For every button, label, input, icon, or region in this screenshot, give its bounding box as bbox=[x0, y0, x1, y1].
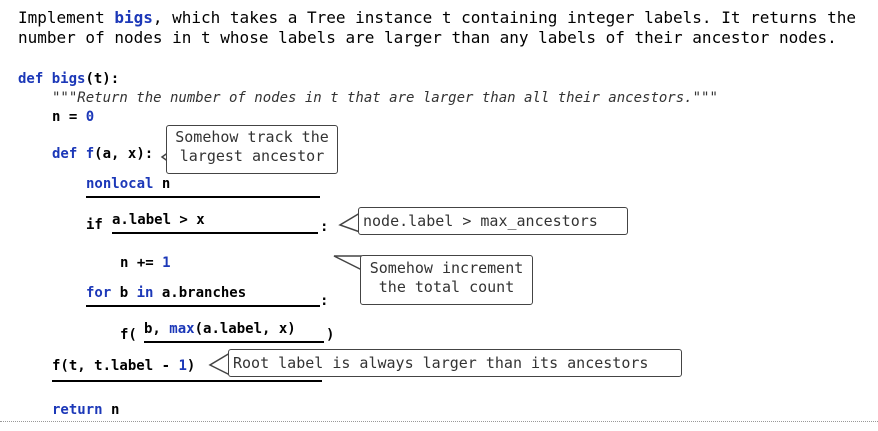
recursive-call-close: ) bbox=[326, 327, 335, 343]
docstring: """Return the number of nodes in t that … bbox=[52, 90, 718, 106]
root-bubble-tail bbox=[208, 352, 231, 376]
if-colon: : bbox=[320, 219, 329, 235]
blank-final-call: f(t, t.label - 1) bbox=[52, 358, 322, 382]
root-label-hint-bubble: Root label is always larger than its anc… bbox=[228, 349, 682, 377]
prompt-text-rest: , which takes a Tree instance t containi… bbox=[18, 8, 857, 47]
blank-if-condition: a.label > x bbox=[112, 212, 318, 234]
problem-statement: Implement bigs, which takes a Tree insta… bbox=[18, 8, 868, 48]
bottom-divider bbox=[0, 421, 878, 422]
for-colon: : bbox=[320, 293, 329, 309]
return-line: return n bbox=[52, 402, 120, 418]
increment-line: n += 1 bbox=[120, 255, 171, 271]
blank-for-loop: for b in a.branches bbox=[86, 285, 320, 307]
track-largest-ancestor-bubble: Somehow track the largest ancestor bbox=[166, 125, 338, 174]
prompt-func-name: bigs bbox=[114, 8, 153, 27]
blank-recursive-args: b, max(a.label, x) bbox=[144, 321, 324, 343]
increment-bubble-tail bbox=[333, 255, 363, 271]
def-f-line: def f(a, x): bbox=[52, 146, 154, 162]
node-label-hint-bubble: node.label > max_ancestors bbox=[358, 207, 628, 235]
n-assign-line: n = 0 bbox=[52, 109, 95, 125]
blank-nonlocal: nonlocal n bbox=[86, 176, 320, 198]
prompt-text: Implement bbox=[18, 8, 115, 27]
if-keyword: if bbox=[86, 217, 103, 233]
increment-count-bubble: Somehow increment the total count bbox=[360, 255, 533, 305]
node-label-bubble-tail bbox=[338, 212, 361, 233]
recursive-call-open: f( bbox=[120, 327, 137, 343]
def-bigs-line: def bigs(t): bbox=[18, 71, 120, 87]
